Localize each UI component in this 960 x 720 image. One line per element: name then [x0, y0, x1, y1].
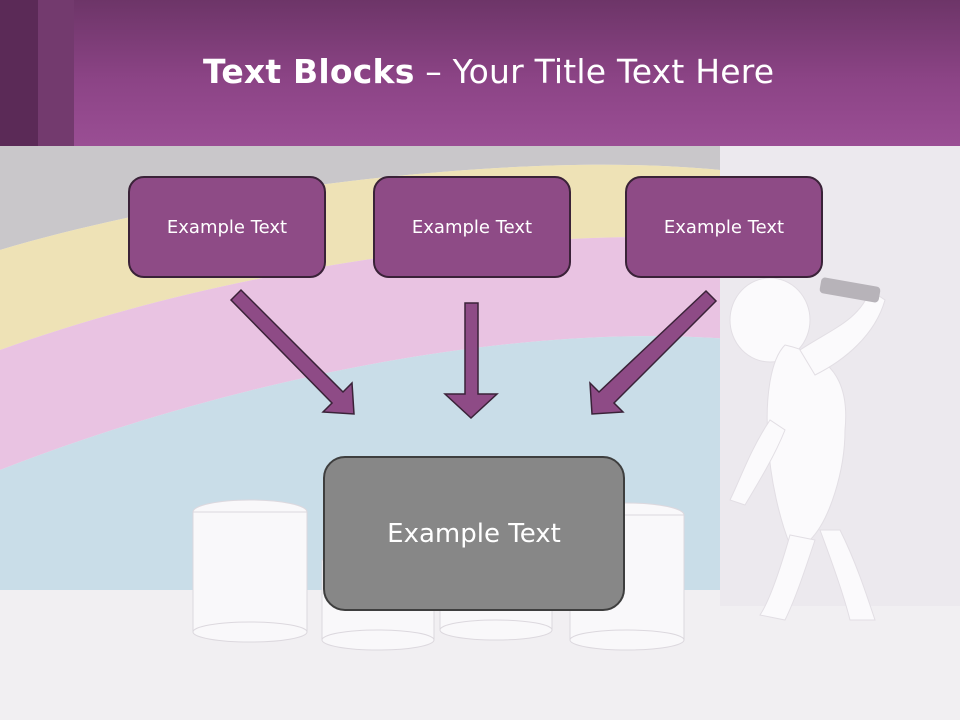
title-rest: Your Title Text Here [452, 52, 775, 91]
title-bold: Text Blocks [203, 52, 415, 91]
header-accent [38, 0, 74, 146]
center-text-block[interactable]: Example Text [323, 456, 625, 611]
text-block-1[interactable]: Example Text [128, 176, 326, 278]
title-dash: – [414, 52, 453, 91]
arrow-left [229, 288, 355, 415]
slide-title: Text Blocks – Your Title Text Here [203, 52, 774, 91]
header-accent [0, 0, 38, 146]
arrow-right [589, 289, 718, 415]
arrow-middle [443, 302, 499, 420]
text-block-2[interactable]: Example Text [373, 176, 571, 278]
header-band [0, 0, 960, 146]
text-block-3[interactable]: Example Text [625, 176, 823, 278]
